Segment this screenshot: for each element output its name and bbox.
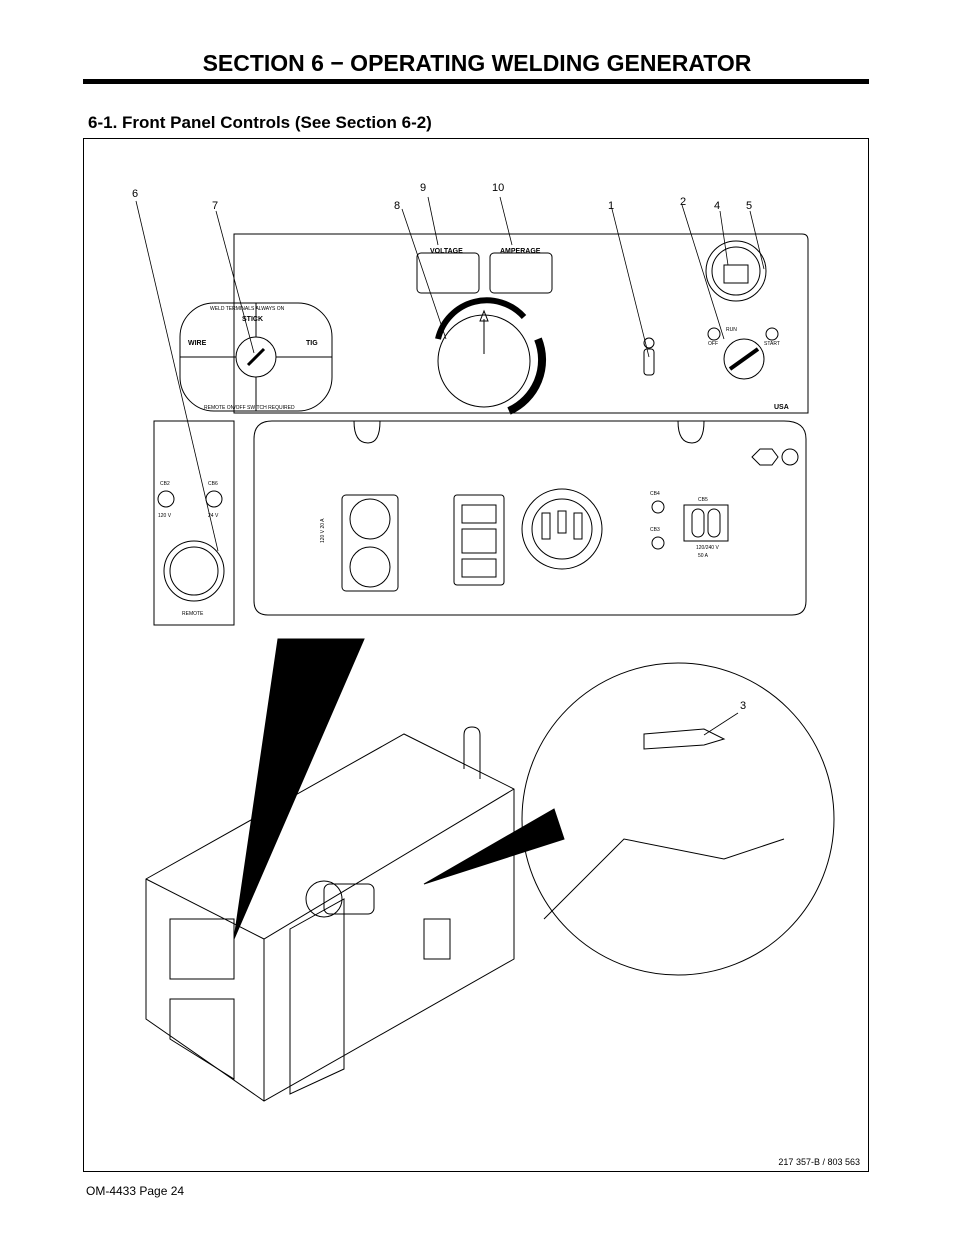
engine-control-switch — [723, 338, 765, 380]
cb5-label: CB5 — [698, 497, 708, 503]
v24-label: 24 V — [208, 513, 219, 519]
title-rule — [83, 79, 869, 84]
off-label: OFF — [708, 341, 718, 347]
callout-7: 7 — [212, 200, 218, 212]
stick-label: STICK — [242, 316, 263, 323]
subsection-title: 6-1. Front Panel Controls (See Section 6… — [88, 113, 432, 132]
callout-8: 8 — [394, 200, 400, 212]
receptacle-panel — [253, 420, 807, 616]
receptacle-120-240-label: 120/240 V — [696, 545, 719, 551]
section-title: SECTION 6 − OPERATING WELDING GENERATOR — [202, 50, 752, 76]
receptacle-50a-label: 50 A — [698, 553, 709, 559]
cb2-label: CB2 — [160, 481, 170, 487]
figure-front-panel-controls: 6 7 8 9 10 1 2 4 5 3 VOLTAGE AMPERAGE ST… — [83, 138, 869, 1172]
callout-3: 3 — [740, 700, 746, 712]
callout-2: 2 — [680, 196, 686, 208]
amperage-label: AMPERAGE — [500, 248, 541, 255]
receptacle-240v — [521, 488, 603, 570]
front-panel-illustration: 6 7 8 9 10 1 2 4 5 3 VOLTAGE AMPERAGE ST… — [132, 182, 835, 1102]
run-label: RUN — [726, 327, 737, 333]
figure-reference: 217 357-B / 803 563 — [778, 1157, 860, 1167]
made-in-usa-label: USA — [774, 404, 789, 411]
callout-5: 5 — [746, 200, 752, 212]
callout-6: 6 — [132, 188, 138, 200]
callout-9: 9 — [420, 182, 426, 194]
duplex-receptacle-20a — [341, 494, 399, 592]
side-panel — [153, 420, 235, 626]
start-label: START — [764, 341, 780, 347]
engine-gauge — [705, 240, 767, 302]
voltage-label: VOLTAGE — [430, 248, 463, 255]
tig-label: TIG — [306, 340, 318, 347]
callout-1: 1 — [608, 200, 614, 212]
remote-switch-label: REMOTE ON/OFF SWITCH REQUIRED — [204, 405, 295, 411]
weld-terminals-label: WELD TERMINALS ALWAYS ON — [210, 306, 285, 312]
voltage-display — [416, 252, 480, 294]
welding-generator-unit — [145, 733, 515, 1102]
page-footer: OM-4433 Page 24 — [86, 1184, 185, 1198]
cb6-label: CB6 — [208, 481, 218, 487]
callout-4: 4 — [714, 200, 720, 212]
remote-label: REMOTE — [182, 611, 204, 617]
gfci-receptacle — [453, 494, 505, 586]
wire-label: WIRE — [188, 340, 207, 347]
cb3-label: CB3 — [650, 527, 660, 533]
amperage-display — [489, 252, 553, 294]
callout-10: 10 — [492, 182, 504, 194]
fine-tuning-knob — [437, 314, 531, 408]
cb4-label: CB4 — [650, 491, 660, 497]
v120-label: 120 V — [158, 513, 172, 519]
receptacle-120v-20a-label: 120 V 20 A — [320, 518, 326, 543]
detail-view — [521, 662, 835, 976]
upper-control-panel — [233, 233, 809, 414]
remote-receptacle — [163, 540, 225, 602]
